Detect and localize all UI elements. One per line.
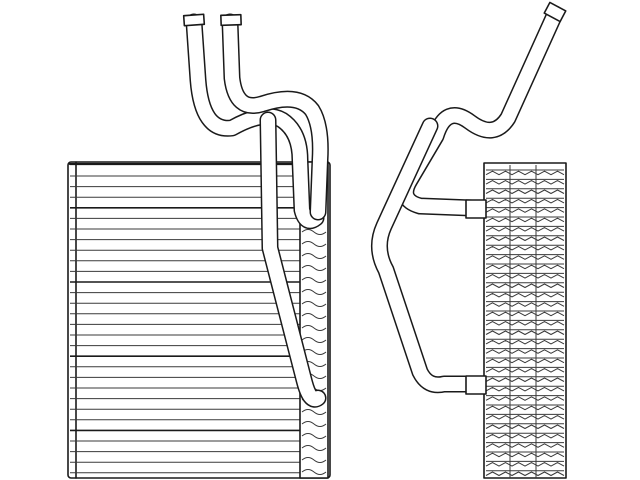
front-fins [70,175,300,474]
side-fin-wave [485,377,565,383]
side-fin-wave [485,349,565,354]
front-tank-rib [301,277,327,283]
pipe-fitting-2 [220,13,242,27]
front-tank-rib [301,469,327,475]
front-tank-rib [301,349,327,355]
pipe-fitting-1 [182,13,206,27]
side-fin-wave [485,433,565,439]
side-fin-wave [485,170,565,176]
side-fin-wave [485,358,565,364]
side-fin-wave [485,386,565,392]
front-tank-rib [301,313,327,319]
side-fin-wave [485,321,565,326]
lower-fitting-block [465,375,487,395]
side-fin-wave [485,245,565,251]
side-fin-wave [485,189,565,195]
front-tank-rib [301,325,327,331]
outlet-fitting [543,1,567,23]
side-fin-wave [485,292,565,298]
front-pipe-3 [259,111,327,408]
front-tank-rib [301,241,327,247]
side-pipe-outlet [397,5,564,217]
side-fin-wave [485,227,565,232]
side-fin-wave [485,302,565,307]
side-fin-wave [485,264,565,270]
upper-fitting-block [465,199,487,219]
front-tank-rib [301,301,327,307]
side-fin-wave [485,236,565,242]
front-tank-rib [301,445,327,451]
side-fin-wave [485,198,565,204]
front-tank-rib [301,337,327,343]
side-fins [485,165,565,478]
front-pipe-2 [221,13,329,221]
side-fin-wave [485,217,565,223]
side-fin-wave [485,255,565,260]
side-fin-wave [485,424,565,430]
side-fin-wave [485,396,565,401]
side-fin-wave [485,180,565,185]
side-fin-wave [485,208,565,213]
front-tank-rib [301,265,327,271]
side-fin-wave [485,443,565,448]
side-view [371,1,567,479]
side-fin-wave [485,452,565,458]
side-fin-wave [485,368,565,373]
side-fin-wave [485,471,565,477]
front-tank-rib [301,289,327,295]
side-fin-wave [485,462,565,467]
side-fin-wave [485,311,565,317]
side-fin-wave [485,330,565,336]
side-fin-wave [485,415,565,420]
front-tank-rib [301,421,327,427]
front-tank-rib [301,433,327,439]
front-view [67,13,331,479]
front-tank-rib [301,253,327,259]
side-fin-wave [485,283,565,289]
side-fin-wave [485,405,565,411]
front-tank-rib [301,229,327,235]
front-tank-rib [301,457,327,463]
side-pipe-inlet [371,117,481,394]
side-fin-wave [485,339,565,345]
front-pipe-1 [185,13,325,230]
front-tank-rib [301,409,327,415]
side-fin-wave [485,274,565,279]
